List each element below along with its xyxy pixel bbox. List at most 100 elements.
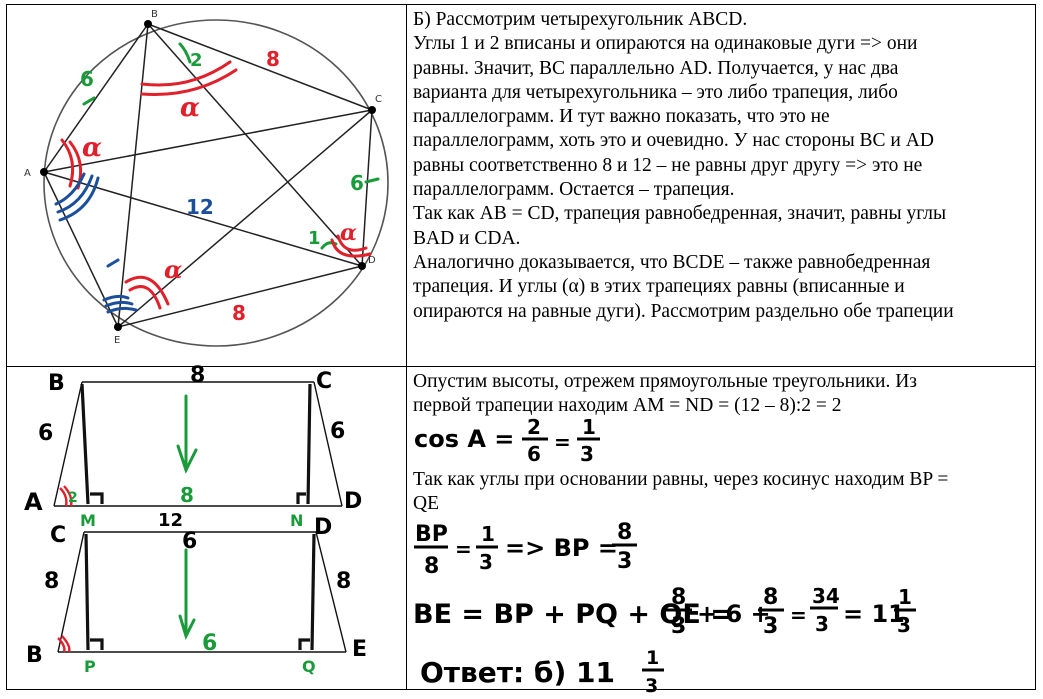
trap2-height-left [84, 533, 90, 651]
trap2-label-left: 8 [44, 569, 59, 594]
chord-ac [43, 109, 373, 173]
chord-be [117, 23, 149, 328]
trap1-label-c: C [316, 369, 332, 394]
table-frame [6, 4, 1036, 690]
blue-tick-ad [106, 258, 120, 268]
trap1-label-b: B [48, 371, 65, 396]
bp-val-den: 3 [617, 549, 632, 574]
table-row-divider [6, 366, 1036, 367]
chord-ab [43, 23, 149, 173]
trap1-arrow-head [176, 444, 198, 474]
blue-arc-e2 [104, 300, 134, 308]
chord-cd [361, 109, 373, 267]
trap2-label-mid: 6 [202, 631, 217, 656]
bp-eq: = [455, 537, 472, 561]
chord-de [117, 265, 363, 328]
trap2-height-right [310, 533, 316, 651]
label-d: D [368, 255, 376, 266]
chord-bd [147, 23, 363, 267]
trap1-label-right: 6 [330, 419, 345, 444]
trap1-left [53, 381, 83, 507]
red-alpha-e: α [164, 255, 182, 284]
trap2-right-angle-p [90, 638, 104, 650]
trap1-label-two: 2 [68, 490, 78, 506]
trap1-height-cn [306, 383, 312, 505]
blue-arc-a2 [56, 174, 94, 214]
trap1-label-bottom: 12 [158, 510, 183, 531]
bp-den: 8 [424, 554, 439, 579]
bp-rhs-den: 3 [479, 550, 493, 574]
trap2-label-p: P [84, 657, 96, 676]
chord-ce [117, 109, 373, 328]
trap1-height-bm [80, 383, 90, 505]
trap1-label-a: A [24, 488, 43, 516]
text-line: Так как AB = CD, трапеция равнобедренная… [413, 203, 947, 225]
text-line: Аналогично доказывается, что BCDE – такж… [413, 251, 931, 273]
chord-bc [147, 23, 373, 111]
answer-num: 1 [646, 647, 659, 669]
circle-geometry [43, 19, 389, 347]
red-arc-e2 [124, 275, 170, 306]
trap1-label-m: M [80, 511, 96, 530]
cos-den2: 3 [580, 442, 594, 466]
trap2-label-e: E [352, 637, 367, 662]
green-arc-angle2 [178, 42, 192, 64]
blue-arc-a3 [58, 176, 100, 222]
top-right-explanation: Б) Рассмотрим четырехугольник ABCD. Углы… [413, 8, 1033, 324]
bottom-right-text-b: Так как углы при основании равны, через … [413, 468, 1033, 517]
cos-eq: = [554, 430, 571, 454]
red-alpha-b: α [180, 93, 200, 123]
be-f2-num: 8 [763, 585, 778, 610]
red-label-bc: 8 [266, 47, 280, 71]
circle-figure: A B C D E 6 6 2 1 8 8 α α α α [24, 9, 389, 347]
text-line: Опустим высоты, отрежем прямоугольные тр… [413, 371, 917, 392]
trap2-right [315, 531, 347, 653]
cos-den: 6 [527, 442, 541, 466]
bp-num: BP [415, 522, 448, 547]
text-line: варианта для четырехугольника – это либо… [413, 81, 898, 103]
trap1-label-d: D [344, 489, 362, 514]
red-arc-b [140, 60, 232, 87]
point-d [358, 262, 366, 270]
point-e [114, 323, 122, 331]
be-f1-den: 3 [671, 614, 686, 639]
trap2-label-q: Q [302, 657, 316, 676]
answer-den: 3 [645, 675, 658, 697]
red-arc-d2 [330, 238, 372, 258]
chord-ad [43, 171, 363, 267]
red-arc-e [128, 285, 162, 310]
green-tick-cd [364, 177, 380, 184]
trap2-label-b: B [26, 643, 43, 668]
blue-arc-a1 [54, 172, 86, 206]
cos-num: 2 [527, 415, 541, 439]
text-line: Так как углы при основании равны, через … [413, 469, 949, 490]
label-a: A [24, 168, 31, 179]
red-arc-b2 [140, 68, 238, 96]
trap2-arrow-head [178, 614, 196, 641]
trap2-label-c: C [50, 523, 66, 548]
blue-arc-e1 [102, 294, 130, 302]
trapezoid-bcde: C D B E 6 8 8 6 P Q [26, 515, 367, 676]
bp-rhs-num: 1 [481, 522, 495, 546]
green-tick-ab [82, 96, 96, 106]
red-label-ea: 8 [232, 301, 246, 325]
trap2-label-d: D [314, 515, 332, 540]
text-line: параллелограмм, хоть это и очевидно. У н… [413, 130, 934, 152]
be-eq: = [790, 603, 807, 627]
be-lhs: BE = BP + PQ + QE = [413, 599, 733, 630]
be-res-den: 3 [897, 613, 911, 637]
circle-points [40, 20, 376, 331]
text-line: QE [413, 493, 439, 515]
text-line: первой трапеции находим AM = ND = (12 – … [413, 395, 842, 417]
trap1-right [313, 381, 343, 507]
trap1-right-angle-m [90, 492, 104, 504]
be-res-num: 1 [898, 585, 912, 609]
trap1-label-top: 8 [190, 363, 205, 388]
be-f1-num: 8 [671, 585, 686, 610]
green-label-angle1: 1 [308, 228, 321, 249]
be-result: = 11 [843, 600, 905, 628]
trap1-label-left: 6 [38, 421, 53, 446]
trap1-angle-arc-2 [63, 485, 73, 507]
text-line: равны. Значит, BC параллельно AD. Получа… [413, 57, 899, 79]
